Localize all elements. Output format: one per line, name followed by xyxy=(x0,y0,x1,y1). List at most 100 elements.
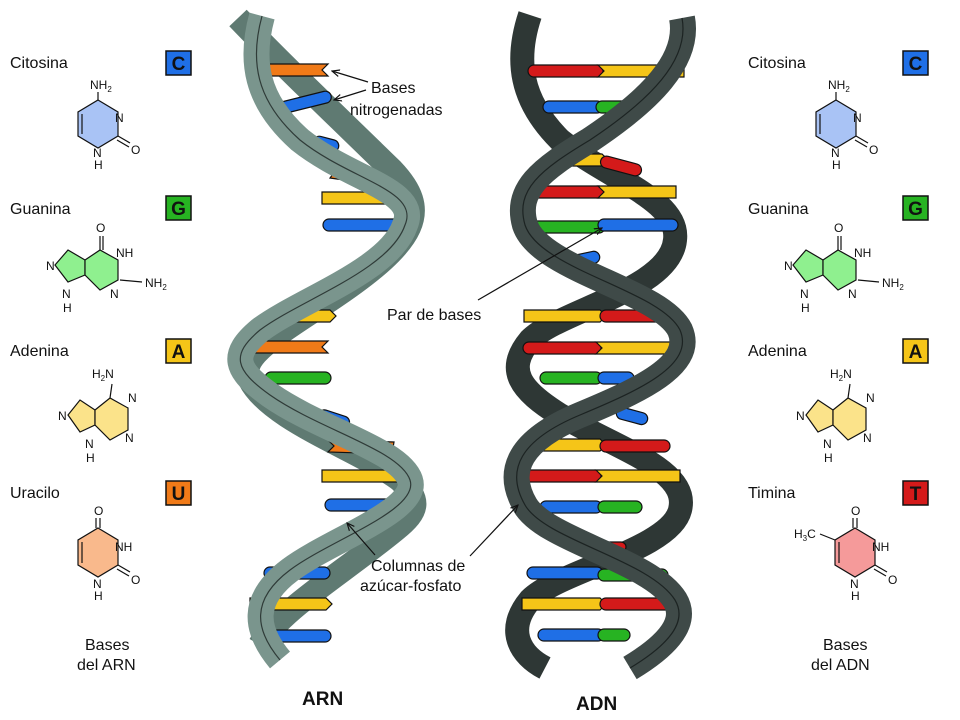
left-base-name-3: Uracilo xyxy=(10,485,60,502)
right-base-name-3: Timina xyxy=(748,485,796,502)
svg-text:NH: NH xyxy=(872,540,889,554)
svg-text:H: H xyxy=(851,589,860,603)
svg-text:O: O xyxy=(131,143,140,157)
svg-text:N: N xyxy=(110,287,119,301)
svg-text:N: N xyxy=(848,287,857,301)
svg-text:H2N: H2N xyxy=(92,367,114,383)
svg-text:NH: NH xyxy=(115,540,132,554)
right-base-name-1: Guanina xyxy=(748,201,809,218)
rna-backbone-front-edge xyxy=(239,15,412,661)
label-adn: ADN xyxy=(576,694,617,715)
left-caption-line1: Bases xyxy=(85,637,129,654)
svg-text:H: H xyxy=(86,451,95,465)
badge-c-left xyxy=(165,50,192,76)
svg-text:H: H xyxy=(63,301,72,315)
svg-text:N: N xyxy=(46,259,55,273)
right-base-name-2: Adenina xyxy=(748,343,807,360)
label-par-de-bases: Par de bases xyxy=(387,307,481,324)
dna-base xyxy=(596,185,677,199)
badge-a-left-letter: A xyxy=(172,342,186,363)
dna-base xyxy=(542,100,604,114)
svg-text:NH2: NH2 xyxy=(90,78,112,94)
svg-text:N: N xyxy=(128,391,137,405)
svg-text:N: N xyxy=(58,409,67,423)
svg-text:H2N: H2N xyxy=(830,367,852,383)
svg-text:N: N xyxy=(831,146,840,160)
svg-text:N: N xyxy=(93,146,102,160)
dna-base xyxy=(521,597,607,611)
svg-text:NH2: NH2 xyxy=(145,276,167,292)
guanine-molecule-left: O NH N N NH2 N H xyxy=(46,221,167,315)
svg-text:N: N xyxy=(800,287,809,301)
right-caption-line1: Bases xyxy=(823,637,867,654)
svg-text:H: H xyxy=(94,158,103,172)
dna-base xyxy=(594,469,681,483)
label-columnas-line1: Columnas de xyxy=(371,558,465,575)
label-arn: ARN xyxy=(302,689,343,710)
svg-text:O: O xyxy=(851,504,860,518)
svg-text:H3C: H3C xyxy=(794,527,816,543)
svg-text:NH2: NH2 xyxy=(882,276,904,292)
badge-g-right-letter: G xyxy=(908,199,923,220)
badge-g-left-letter: G xyxy=(171,199,186,220)
dna-base xyxy=(526,566,604,580)
badge-a-right xyxy=(902,338,929,364)
svg-text:N: N xyxy=(784,259,793,273)
svg-text:N: N xyxy=(62,287,71,301)
right-caption-line2: del ADN xyxy=(811,657,870,674)
dna-base xyxy=(523,309,607,323)
rna-helix xyxy=(227,9,427,669)
thymine-molecule-right: O H3C NH O N H xyxy=(794,504,897,603)
badge-u-left-letter: U xyxy=(172,484,186,505)
svg-text:H: H xyxy=(832,158,841,172)
arrow-bases-1 xyxy=(332,71,369,83)
left-caption-line2: del ARN xyxy=(77,657,136,674)
label-bases-line2: nitrogenadas xyxy=(350,102,443,119)
svg-text:O: O xyxy=(96,221,105,235)
dna-helix xyxy=(503,11,696,680)
svg-text:N: N xyxy=(866,391,875,405)
dna-base xyxy=(599,155,643,177)
badge-g-left xyxy=(165,195,192,221)
dna-base xyxy=(597,500,643,514)
svg-text:H: H xyxy=(801,301,810,315)
cytosine-molecule-right: NH2 N O N H xyxy=(815,78,878,172)
badge-g-right xyxy=(902,195,929,221)
guanine-molecule-right: O NH N N NH2 N H xyxy=(784,221,904,315)
badge-t-right xyxy=(902,480,929,506)
dna-base xyxy=(522,341,602,355)
adenine-molecule-left: H2N N N N N H xyxy=(58,367,137,465)
dna-base xyxy=(522,469,602,483)
svg-text:O: O xyxy=(888,573,897,587)
svg-text:O: O xyxy=(94,504,103,518)
badge-c-right xyxy=(902,50,929,76)
svg-text:N: N xyxy=(863,431,872,445)
svg-text:O: O xyxy=(131,573,140,587)
right-bases-panel: Citosina Guanina Adenina Timina C G A T … xyxy=(748,50,929,674)
svg-text:N: N xyxy=(115,111,124,125)
svg-text:N: N xyxy=(125,431,134,445)
cytosine-molecule-left: NH2 N O N H xyxy=(77,78,140,172)
dna-base xyxy=(594,341,677,355)
dna-base xyxy=(599,439,671,453)
badge-u-left xyxy=(165,480,192,506)
svg-text:NH2: NH2 xyxy=(828,78,850,94)
right-base-name-0: Citosina xyxy=(748,55,806,72)
label-bases-line1: Bases xyxy=(371,80,415,97)
badge-a-right-letter: A xyxy=(909,342,923,363)
svg-text:O: O xyxy=(834,221,843,235)
adenine-molecule-right: H2N N N N N H xyxy=(796,367,875,465)
svg-text:H: H xyxy=(824,451,833,465)
dna-base xyxy=(537,628,605,642)
left-base-name-1: Guanina xyxy=(10,201,71,218)
svg-text:H: H xyxy=(94,589,103,603)
uracil-molecule-left: O NH O N H xyxy=(77,504,140,603)
svg-text:N: N xyxy=(853,111,862,125)
arrow-bases-2 xyxy=(334,89,367,100)
svg-text:O: O xyxy=(869,143,878,157)
left-bases-panel: Citosina Guanina Adenina Uracilo C G A U… xyxy=(10,50,192,674)
badge-a-left xyxy=(165,338,192,364)
dna-base xyxy=(597,628,631,642)
svg-text:NH: NH xyxy=(116,246,133,260)
